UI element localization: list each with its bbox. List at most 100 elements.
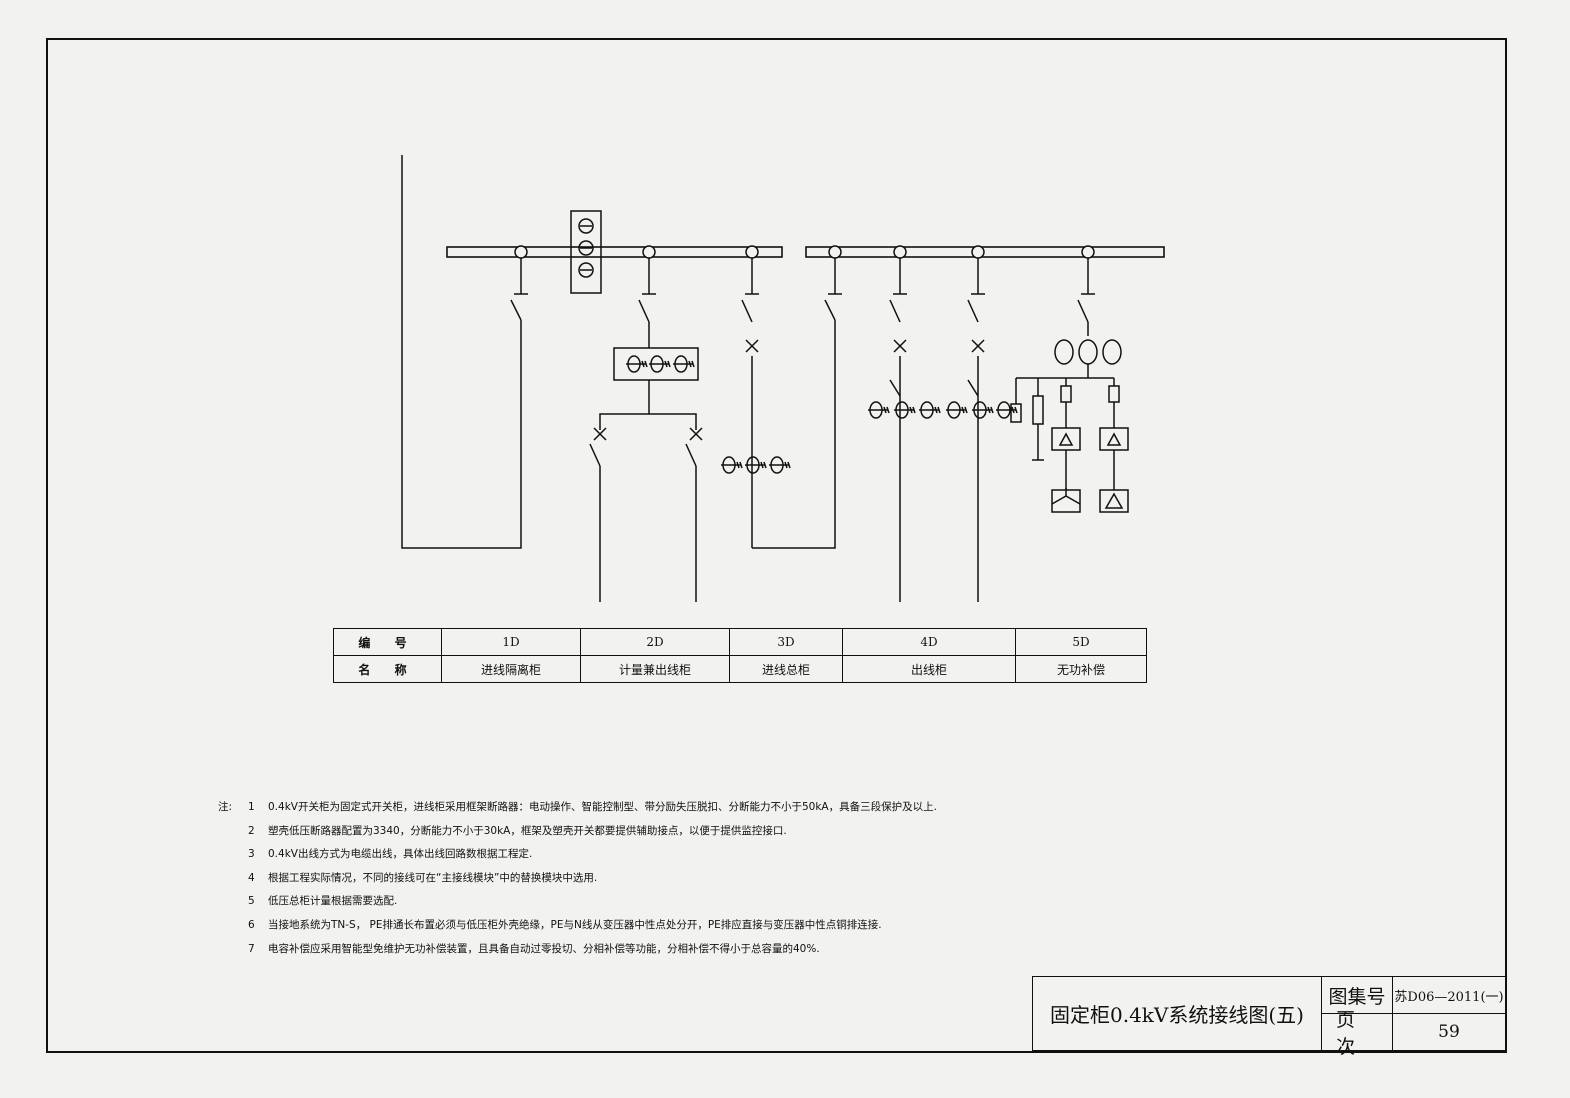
capacitor-controller [1051,427,1081,451]
switch-blade [967,379,979,397]
switch-blade [589,443,601,467]
note-number: 5 [248,895,255,908]
breaker-mark [745,339,759,353]
busbar-right [805,246,1165,258]
controller-mark [1058,432,1074,446]
connection-circle [642,245,656,259]
ct-mark [691,360,695,368]
capacitor-bank [1099,489,1129,513]
cabinet-code: 4D [842,628,1016,656]
meter-box [613,347,699,381]
note-text: 0.4kV开关柜为固定式开关柜，进线柜采用框架断路器：电动操作、智能控制型、带分… [268,801,937,813]
page-number: 59 [1392,1013,1506,1051]
atlas-number-value: 苏D06—2011(一) [1392,976,1506,1014]
drawing-title: 固定柜0.4kV系统接线图(五) [1032,976,1322,1051]
ct-mark [1011,406,1015,414]
ct-mark [644,360,648,368]
incoming-cable [401,155,522,549]
switch-blade [638,299,650,323]
ct-mark [934,406,938,414]
breaker-mark [971,339,985,353]
note-text: 当接地系统为TN-S， PE排通长布置必须与低压柜外壳绝缘，PE与N线从变压器中… [268,918,882,931]
switch-blade [1077,299,1089,323]
page-label: 页次 [1321,1009,1393,1058]
ct-mark [667,360,671,368]
potential-transformer [578,262,594,278]
note-number: 7 [248,942,255,955]
ct-mark [987,406,991,414]
potential-transformer [578,218,594,234]
switch-blade [889,299,901,323]
note-number: 6 [248,918,255,931]
fuse [1032,395,1044,425]
ct-mark [736,461,740,469]
ct-mark [990,406,994,414]
ct-mark [937,406,941,414]
cabinet-name: 无功补偿 [1015,655,1147,683]
cabinet-name: 计量兼出线柜 [580,655,730,683]
note-text: 0.4kV出线方式为电缆出线，具体出线回路数根据工程定. [268,848,533,861]
capacitor-controller [1099,427,1129,451]
cabinet-name: 进线隔离柜 [441,655,581,683]
cabinet-code: 2D [580,628,730,656]
controller-mark [1106,432,1122,446]
cabinet-name-row: 名 称 进线隔离柜 计量兼出线柜 进线总柜 出线柜 无功补偿 [333,655,1147,683]
ct-mark [641,360,645,368]
ct-mark [961,406,965,414]
ct-mark [883,406,887,414]
note-number: 1 [248,801,255,813]
cabinet-code: 3D [729,628,843,656]
breaker-mark [689,427,703,441]
connection-circle [828,245,842,259]
ct-mark [1014,406,1018,414]
surge-arrester [1010,403,1022,423]
name-row-label: 名 称 [333,655,442,683]
pt-box [570,210,602,294]
potential-transformer [578,240,594,256]
ct-mark [664,360,668,368]
capacitor-star [1051,495,1067,505]
fuse [1108,385,1120,403]
switch-blade [824,299,836,321]
cabinet-table: 编 号 1D 2D 3D 4D 5D 名 称 进线隔离柜 计量兼出线柜 进线总柜… [333,628,1147,683]
code-row-label: 编 号 [333,628,442,656]
switch-blade [889,379,901,397]
note-text: 塑壳低压断路器配置为3340，分断能力不小于30kA，框架及塑壳开关都要提供辅助… [268,824,787,837]
note-number: 4 [248,871,255,884]
notes-label: 注: [218,801,233,813]
switch-blade [685,443,697,467]
connection-circle [971,245,985,259]
connection-circle [745,245,759,259]
fuse [1060,385,1072,403]
cabinet-code: 5D [1015,628,1147,656]
ct-mark [763,461,767,469]
title-block: 固定柜0.4kV系统接线图(五) 图集号 苏D06—2011(一) 页次 59 [1032,976,1506,1058]
cabinet-code-row: 编 号 1D 2D 3D 4D 5D [333,628,1147,656]
breaker-mark [893,339,907,353]
connection-circle [514,245,528,259]
incoming-cable [752,320,836,549]
drawing-frame [46,38,1507,1053]
ct-mark [964,406,968,414]
breaker-mark [593,427,607,441]
note-text: 电容补偿应采用智能型免维护无功补偿装置，且具备自动过零投切、分相补偿等功能，分相… [268,942,820,955]
note-text: 根据工程实际情况，不同的接线可在“主接线模块”中的替换模块中选用. [268,871,598,884]
capacitor-star [1065,495,1081,505]
ct-mark [739,461,743,469]
current-transformer [1078,339,1098,365]
ct-mark [787,461,791,469]
capacitor-delta [1104,492,1124,509]
ct-mark [784,461,788,469]
ct-mark [909,406,913,414]
switch-blade [741,299,753,323]
wire [599,413,697,430]
connection-circle [893,245,907,259]
connection-circle [1081,245,1095,259]
ct-mark [886,406,890,414]
cabinet-name: 进线总柜 [729,655,843,683]
switch-blade [510,299,522,321]
note-number: 2 [248,824,255,837]
busbar-left [446,246,783,258]
